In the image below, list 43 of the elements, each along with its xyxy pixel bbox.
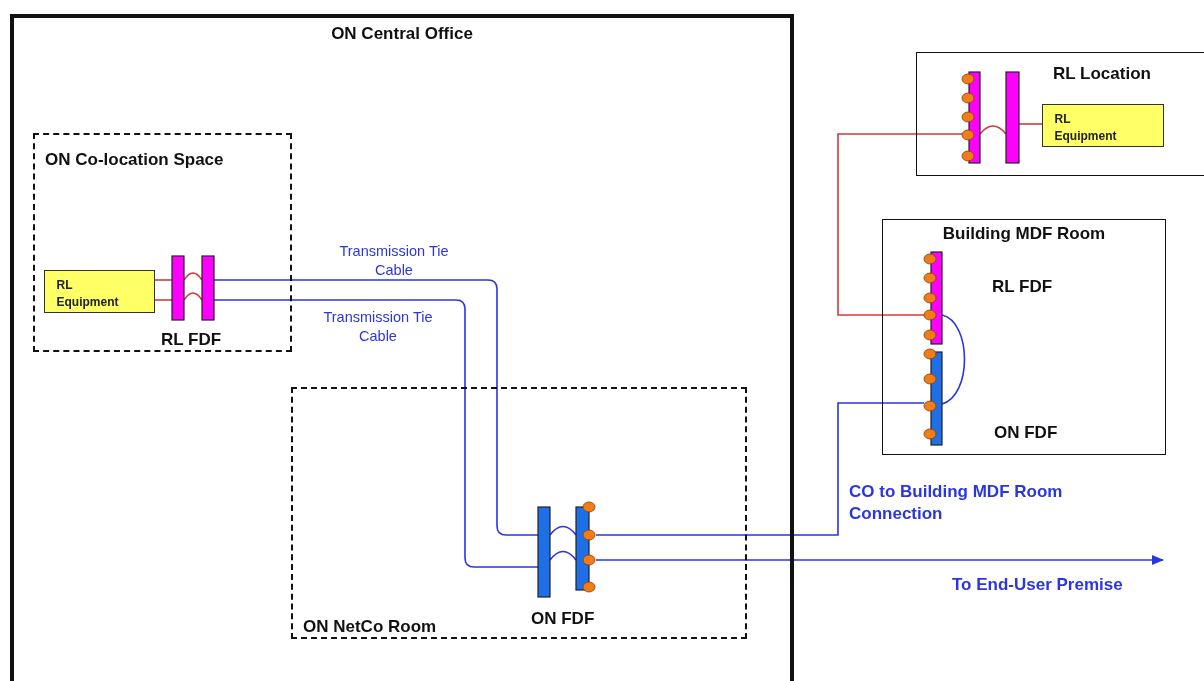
fiber-distribution-frame (171, 255, 184, 320)
cable-line (154, 299, 173, 301)
fiber-distribution-frame (201, 255, 214, 320)
equipment-label: RL Equipment (1054, 110, 1117, 145)
cable-line (941, 314, 966, 405)
fiber-distribution-frame (923, 346, 942, 445)
fiber-distribution-frame (961, 71, 980, 163)
edge-label: Transmission Tie Cable (322, 308, 434, 346)
edge-label: Transmission Tie Cable (338, 242, 450, 280)
room-outline (10, 14, 794, 681)
connection-label: To End-User Premise (952, 574, 1123, 596)
room-outline (882, 219, 1166, 455)
room-outline (916, 52, 1204, 176)
cable-line (595, 402, 925, 536)
room-title: ON Central Office (331, 24, 473, 44)
equipment-box (43, 269, 155, 313)
equipment-label: RL Equipment (56, 276, 119, 311)
connection-label: CO to Building MDF Room Connection (849, 481, 1064, 525)
cable-line (213, 299, 539, 568)
equipment-box (1041, 103, 1164, 147)
cable-line (183, 292, 203, 301)
arrow (595, 555, 1164, 565)
fiber-distribution-frame (537, 506, 550, 597)
fiber-distribution-frame (1005, 71, 1019, 163)
frame-label: ON FDF (994, 422, 1058, 444)
room-title: RL Location (1053, 64, 1151, 84)
fiber-distribution-frame (923, 251, 942, 344)
cable-line (213, 279, 539, 536)
room-outline (33, 133, 292, 352)
frame-label: RL FDF (161, 329, 222, 351)
cable-line (837, 133, 963, 316)
room-outline (291, 387, 747, 639)
room-title: ON Co-location Space (45, 150, 224, 170)
cable-line (979, 125, 1007, 135)
frame-label: ON FDF (531, 608, 595, 630)
room-title: Building MDF Room (942, 224, 1106, 244)
cable-line (549, 550, 577, 561)
frame-label: RL FDF (992, 276, 1053, 298)
room-title: ON NetCo Room (303, 617, 437, 637)
cable-line (1018, 123, 1043, 125)
cable-line (549, 525, 577, 536)
cable-line (183, 272, 203, 281)
cable-line (154, 279, 173, 281)
